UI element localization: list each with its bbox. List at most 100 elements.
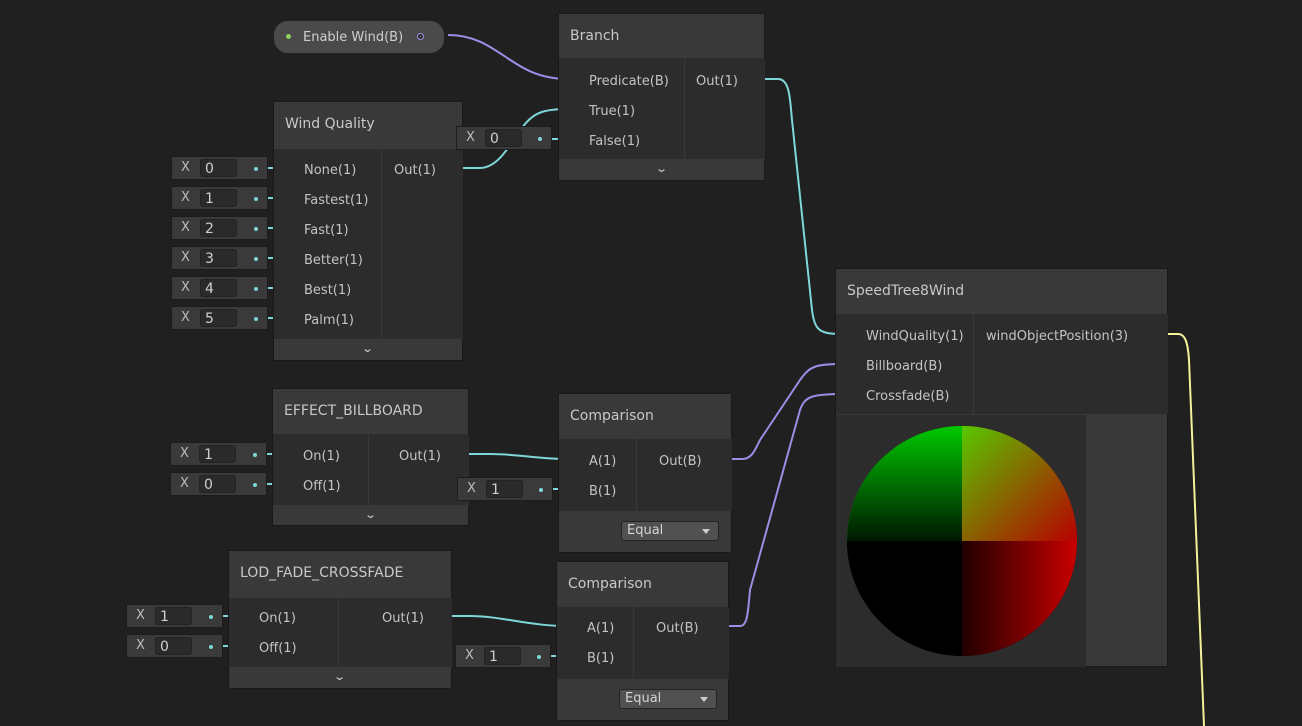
wind-quality-better-value[interactable]: 3 xyxy=(200,249,237,267)
wind-quality-best-value-field[interactable]: X 4 xyxy=(171,276,268,300)
comparison-1-mode-dropdown[interactable]: Equal xyxy=(621,521,719,541)
comparison-1-title[interactable]: Comparison xyxy=(559,394,731,438)
wire-comparison2-to-crossfade xyxy=(717,393,846,627)
value-port-icon xyxy=(209,645,213,649)
wind-quality-none-value[interactable]: 0 xyxy=(200,159,237,177)
branch-input-true: True(1) xyxy=(589,104,636,119)
effect-billboard-outputs-panel xyxy=(369,434,469,506)
x-label: X xyxy=(181,190,190,205)
wind-quality-outputs-panel xyxy=(382,149,463,339)
comparison-2-input-b: B(1) xyxy=(587,651,615,666)
wind-quality-none-value-field[interactable]: X 0 xyxy=(171,156,268,180)
wind-quality-node[interactable]: Wind Quality ⌄ xyxy=(273,101,463,361)
branch-input-false: False(1) xyxy=(589,134,641,149)
speedtree8wind-node[interactable]: SpeedTree8Wind xyxy=(835,268,1168,667)
enable-wind-label: Enable Wind(B) xyxy=(303,30,404,45)
comparison-2-output-label: Out(B) xyxy=(656,621,699,636)
branch-outputs-panel xyxy=(685,58,765,160)
comparison-1-output-label: Out(B) xyxy=(659,454,702,469)
value-port-icon xyxy=(254,317,258,321)
comparison-1-outputs-panel xyxy=(637,439,732,511)
comparison-1-input-b: B(1) xyxy=(589,484,617,499)
wind-quality-input-fastest: Fastest(1) xyxy=(304,193,369,208)
branch-false-value-input[interactable]: 0 xyxy=(485,129,522,147)
wire-speedtree-output xyxy=(1157,333,1205,726)
lod-fade-off-value-field[interactable]: X 0 xyxy=(126,634,223,658)
branch-expand-toggle[interactable]: ⌄ xyxy=(559,159,764,180)
wind-quality-input-better: Better(1) xyxy=(304,253,363,268)
preview-quadrant-tl xyxy=(847,426,962,541)
speedtree-inputs-panel xyxy=(836,314,973,414)
enable-wind-property-node[interactable]: Enable Wind(B) xyxy=(273,20,445,54)
wind-quality-expand-toggle[interactable]: ⌄ xyxy=(274,339,462,360)
lod-fade-on-value[interactable]: 1 xyxy=(155,607,192,625)
lod-fade-off-value[interactable]: 0 xyxy=(155,637,192,655)
wire-billboard-to-comparison1 xyxy=(457,453,570,460)
lod-fade-expand-toggle[interactable]: ⌄ xyxy=(229,667,451,688)
wind-quality-input-none: None(1) xyxy=(304,163,357,178)
wind-quality-best-value[interactable]: 4 xyxy=(200,279,237,297)
speedtree-title[interactable]: SpeedTree8Wind xyxy=(836,269,1167,313)
wind-quality-palm-value-field[interactable]: X 5 xyxy=(171,306,268,330)
effect-billboard-node[interactable]: EFFECT_BILLBOARD ⌄ xyxy=(272,388,469,526)
wind-quality-palm-value[interactable]: 5 xyxy=(200,309,237,327)
branch-input-predicate: Predicate(B) xyxy=(589,74,669,89)
branch-inputs-panel xyxy=(559,58,684,160)
effect-billboard-output-label: Out(1) xyxy=(399,449,441,464)
wind-quality-output-label: Out(1) xyxy=(394,163,436,178)
value-port-icon xyxy=(254,227,258,231)
comparison-2-outputs-panel xyxy=(634,607,729,679)
effect-billboard-on-value-field[interactable]: X 1 xyxy=(170,442,267,466)
comparison-2-input-a: A(1) xyxy=(587,621,615,636)
comparison-1-mode-value: Equal xyxy=(627,523,664,538)
comparison-2-b-value-field[interactable]: X 1 xyxy=(455,644,551,668)
chevron-down-icon: ⌄ xyxy=(655,162,668,175)
branch-false-value-field[interactable]: X 0 xyxy=(456,126,552,150)
branch-node[interactable]: Branch ⌄ xyxy=(558,13,765,181)
lod-fade-title[interactable]: LOD_FADE_CROSSFADE xyxy=(229,551,451,595)
wind-quality-fast-value[interactable]: 2 xyxy=(200,219,237,237)
comparison-2-b-value[interactable]: 1 xyxy=(484,647,521,665)
preview-quadrant-tr xyxy=(962,426,1077,541)
x-label: X xyxy=(181,160,190,175)
wind-quality-title[interactable]: Wind Quality xyxy=(274,102,462,146)
comparison-1-inputs-panel xyxy=(559,439,636,511)
comparison-2-title[interactable]: Comparison xyxy=(557,562,728,606)
value-port-icon xyxy=(254,257,258,261)
x-label: X xyxy=(180,446,189,461)
lod-fade-on-value-field[interactable]: X 1 xyxy=(126,604,223,628)
effect-billboard-expand-toggle[interactable]: ⌄ xyxy=(273,505,468,525)
value-port-icon xyxy=(209,615,213,619)
x-label: X xyxy=(467,481,476,496)
comparison-2-mode-dropdown[interactable]: Equal xyxy=(619,689,717,709)
wind-quality-better-value-field[interactable]: X 3 xyxy=(171,246,268,270)
effect-billboard-off-value-field[interactable]: X 0 xyxy=(170,472,267,496)
branch-title[interactable]: Branch xyxy=(559,14,764,58)
wind-quality-fastest-value-field[interactable]: X 1 xyxy=(171,186,268,210)
effect-billboard-off-value[interactable]: 0 xyxy=(199,475,236,493)
wire-enable-to-predicate xyxy=(447,34,569,80)
comparison-1-b-value[interactable]: 1 xyxy=(486,480,523,498)
lod-fade-input-off: Off(1) xyxy=(259,641,297,656)
comparison-1-b-value-field[interactable]: X 1 xyxy=(457,477,553,501)
wind-quality-fast-value-field[interactable]: X 2 xyxy=(171,216,268,240)
value-port-icon xyxy=(253,483,257,487)
branch-output-label: Out(1) xyxy=(696,74,738,89)
x-label: X xyxy=(180,476,189,491)
value-port-icon xyxy=(537,655,541,659)
preview-wheel-svg xyxy=(847,426,1077,656)
enable-wind-output-port[interactable] xyxy=(417,33,424,40)
preview-quadrant-bl xyxy=(847,541,962,656)
chevron-down-icon: ⌄ xyxy=(333,670,347,683)
effect-billboard-inputs-panel xyxy=(273,434,368,506)
wind-quality-fastest-value[interactable]: 1 xyxy=(200,189,237,207)
lod-fade-output-label: Out(1) xyxy=(382,611,424,626)
lod-fade-outputs-panel xyxy=(339,598,452,668)
x-label: X xyxy=(136,608,145,623)
x-label: X xyxy=(465,648,474,663)
wind-quality-input-best: Best(1) xyxy=(304,283,352,298)
lod-fade-crossfade-node[interactable]: LOD_FADE_CROSSFADE ⌄ xyxy=(228,550,452,689)
speedtree-input-billboard: Billboard(B) xyxy=(866,359,943,374)
effect-billboard-title[interactable]: EFFECT_BILLBOARD xyxy=(273,389,468,433)
effect-billboard-on-value[interactable]: 1 xyxy=(199,445,236,463)
